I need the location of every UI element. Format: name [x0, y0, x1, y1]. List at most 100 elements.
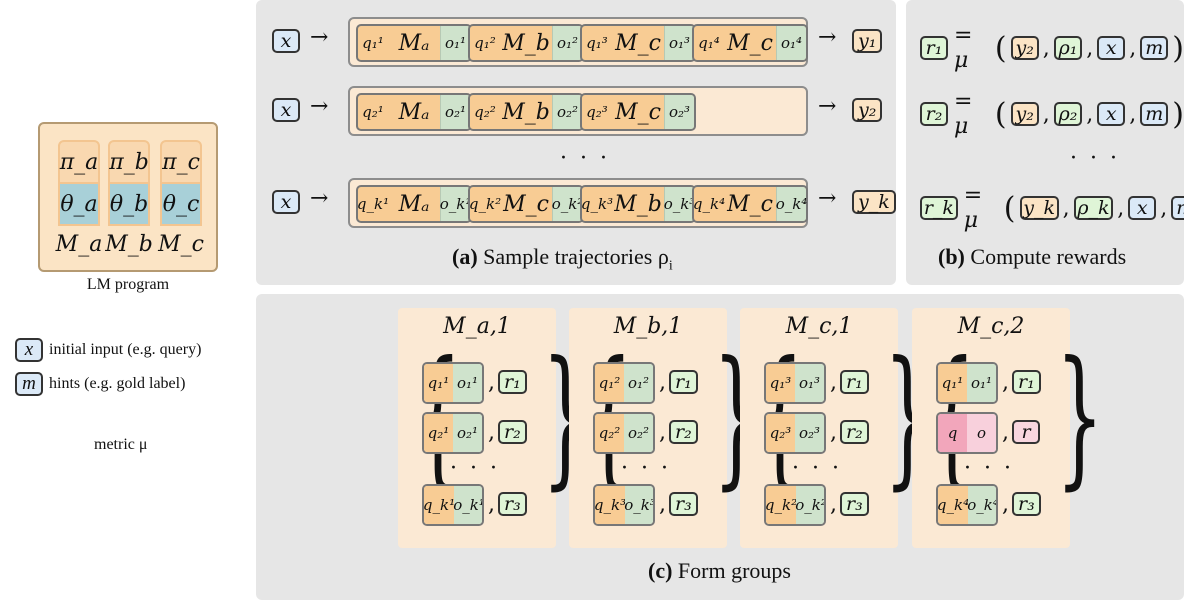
- comma: ,: [659, 492, 666, 517]
- comma: ,: [1129, 101, 1137, 127]
- reward-output: y₂: [1010, 102, 1039, 126]
- comma: ,: [659, 370, 666, 395]
- step-output: o₁¹: [440, 26, 470, 60]
- policy-b: π_b: [108, 140, 150, 184]
- step-module: Mₐ: [398, 99, 430, 125]
- comma: ,: [1129, 35, 1137, 61]
- trajectory-ellipsis: · · ·: [560, 146, 610, 171]
- step-module: M_c: [727, 30, 773, 56]
- pair-reward: r₂: [498, 420, 527, 444]
- pair-query: q₁¹: [938, 364, 967, 402]
- pair-output: o₁²: [624, 364, 653, 402]
- pair-query: q_k¹: [424, 486, 455, 524]
- pair-reward: r₃: [669, 492, 698, 516]
- trajectory-input: x: [272, 29, 300, 53]
- step-module: M_b: [502, 30, 550, 56]
- reward-input: x: [1097, 102, 1126, 126]
- trajectory-step: q₂¹ Mₐ o₂¹: [356, 93, 472, 131]
- trajectory-input: x: [272, 190, 300, 214]
- pair-query: q₂¹: [424, 414, 453, 452]
- caption-b: (b) Compute rewards: [938, 244, 1126, 270]
- policy-c: π_c: [160, 140, 202, 184]
- pair-query: q₂³: [766, 414, 795, 452]
- caption-b-label: (b): [938, 244, 965, 269]
- pair-reward: r₃: [840, 492, 869, 516]
- pair-query: q₁³: [766, 364, 795, 402]
- arrow-right-icon: →: [818, 94, 837, 119]
- reward-equation: r_k= μ(y_k,ρ_k,x,m): [920, 183, 1184, 233]
- caption-c-label: (c): [648, 558, 673, 583]
- group-ellipsis: · · ·: [792, 456, 842, 481]
- reward-output: y₂: [1010, 36, 1039, 60]
- right-brace: }: [1055, 330, 1104, 504]
- module-label-c: M_c: [158, 232, 204, 257]
- comma: ,: [830, 370, 837, 395]
- lm-program-box: π_a θ_a π_b θ_b π_c θ_c M_a M_b M_c: [38, 122, 218, 272]
- pair-reward: r₁: [1012, 370, 1041, 394]
- pair-query: q_k²: [766, 486, 797, 524]
- step-output: o₂²: [552, 95, 582, 129]
- pair-query: q_k⁴: [938, 486, 969, 524]
- group-title: M_a,1: [443, 314, 511, 339]
- pair-reward: r: [1012, 420, 1040, 444]
- reward-hint: m: [1140, 36, 1169, 60]
- step-query: q₁¹: [362, 34, 384, 52]
- trajectory-output: y_k: [852, 190, 896, 214]
- theta-c: θ_c: [160, 184, 202, 226]
- group-ellipsis: · · ·: [621, 456, 671, 481]
- reward-value: r₂: [920, 102, 948, 126]
- reward-equation: r₂= μ(y₂,ρ₂,x,m): [920, 89, 1184, 139]
- pair-output: o_k²: [795, 486, 824, 524]
- legend-input: x initial input (e.g. query): [15, 336, 201, 364]
- pair-output: o₁¹: [453, 364, 482, 402]
- pair-reward: r₁: [669, 370, 698, 394]
- pair-output: o_k³: [624, 486, 653, 524]
- step-query: q_k¹: [356, 195, 390, 213]
- pair-reward: r₂: [840, 420, 869, 444]
- step-query: q_k²: [468, 195, 502, 213]
- trajectory-output: y₁: [852, 29, 883, 53]
- reward-equation: r₁= μ(y₂,ρ₁,x,m): [920, 23, 1184, 73]
- pair-output: o_k⁴: [967, 486, 996, 524]
- comma: ,: [1042, 35, 1050, 61]
- paren-open: (: [994, 30, 1007, 66]
- arrow-right-icon: →: [818, 186, 837, 211]
- pair-output: o: [967, 414, 996, 452]
- step-module: M_b: [502, 99, 550, 125]
- pair-output: o₂²: [624, 414, 653, 452]
- panel-rewards: [906, 0, 1184, 285]
- policy-a: π_a: [58, 140, 100, 184]
- comma: ,: [1086, 35, 1094, 61]
- step-output: o₁⁴: [776, 26, 806, 60]
- pair-query: q₂²: [595, 414, 624, 452]
- lm-column-b: π_b θ_b: [108, 140, 150, 236]
- step-output: o₂¹: [440, 95, 470, 129]
- comma: ,: [1086, 101, 1094, 127]
- reward-output: y_k: [1019, 196, 1059, 220]
- trajectory-input: x: [272, 98, 300, 122]
- step-output: o_k¹: [440, 187, 471, 221]
- group-ellipsis: · · ·: [964, 456, 1014, 481]
- step-query: q₂¹: [362, 103, 384, 121]
- pair-output: o_k¹: [453, 486, 482, 524]
- comma: ,: [1002, 370, 1009, 395]
- theta-a: θ_a: [58, 184, 100, 226]
- module-label-b: M_b: [105, 232, 153, 257]
- step-output: o₂³: [664, 95, 694, 129]
- caption-c: (c) Form groups: [648, 558, 791, 584]
- comma: ,: [659, 420, 666, 445]
